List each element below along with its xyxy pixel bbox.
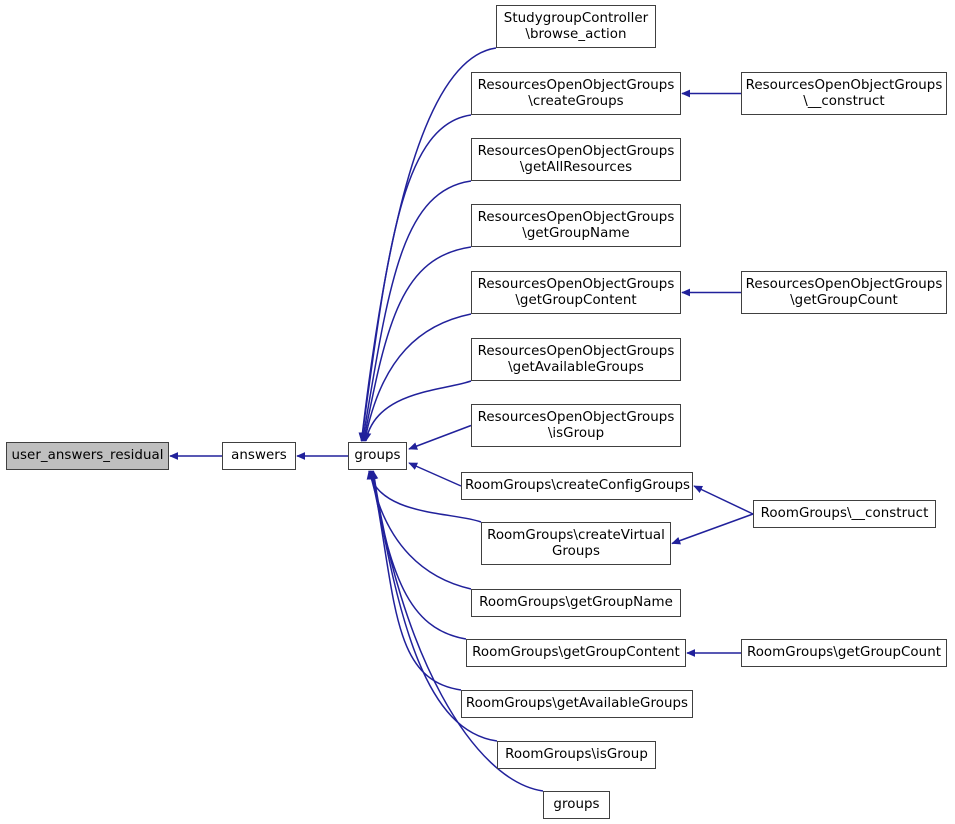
graph-edge — [358, 114, 472, 442]
graph-edge — [361, 246, 472, 442]
graph-edge — [363, 380, 472, 442]
graph-node-label: RoomGroups\__construct — [760, 506, 929, 522]
graph-node-label: answers — [231, 448, 287, 464]
graph-node-roog-getAllResources[interactable]: ResourcesOpenObjectGroups \getAllResourc… — [471, 138, 681, 181]
graph-node-rg-getGroupName[interactable]: RoomGroups\getGroupName — [471, 589, 681, 617]
graph-node-user-answers-residual[interactable]: user_answers_residual — [6, 442, 169, 470]
graph-edge — [368, 470, 467, 640]
graph-node-label: StudygroupController \browse_action — [503, 11, 649, 42]
graph-node-label: RoomGroups\createVirtual Groups — [487, 528, 665, 559]
graph-node-roog-getGroupContent[interactable]: ResourcesOpenObjectGroups \getGroupConte… — [471, 271, 681, 314]
graph-node-groups-leaf[interactable]: groups — [543, 791, 610, 819]
graph-edge — [408, 462, 462, 487]
graph-node-roog-getGroupCount[interactable]: ResourcesOpenObjectGroups \getGroupCount — [741, 271, 947, 314]
graph-node-roog-construct[interactable]: ResourcesOpenObjectGroups \__construct — [741, 72, 947, 115]
graph-node-roog-isGroup[interactable]: ResourcesOpenObjectGroups \isGroup — [471, 404, 681, 447]
graph-node-label: ResourcesOpenObjectGroups \getGroupName — [477, 210, 675, 241]
graph-edge — [693, 485, 754, 515]
graph-node-rg-createConfigGroups[interactable]: RoomGroups\createConfigGroups — [461, 472, 693, 500]
graph-node-answers[interactable]: answers — [222, 442, 296, 470]
graph-node-groups-hub[interactable]: groups — [348, 442, 407, 470]
graph-node-rg-getGroupCount[interactable]: RoomGroups\getGroupCount — [741, 639, 947, 667]
graph-node-label: RoomGroups\getGroupName — [479, 595, 673, 611]
graph-node-label: RoomGroups\isGroup — [505, 747, 648, 763]
graph-edge — [369, 470, 462, 691]
graph-node-label: groups — [354, 448, 401, 464]
graph-node-roog-getGroupName[interactable]: ResourcesOpenObjectGroups \getGroupName — [471, 204, 681, 247]
graph-node-rg-createVirtualGroups[interactable]: RoomGroups\createVirtual Groups — [481, 522, 671, 565]
graph-node-label: RoomGroups\createConfigGroups — [465, 478, 691, 494]
graph-node-label: RoomGroups\getAvailableGroups — [465, 696, 689, 712]
graph-edge — [367, 470, 472, 590]
graph-node-label: ResourcesOpenObjectGroups \getGroupCount — [745, 277, 943, 308]
graph-node-label: ResourcesOpenObjectGroups \getAvailableG… — [477, 344, 675, 375]
graph-node-label: ResourcesOpenObjectGroups \__construct — [745, 78, 943, 109]
graph-node-rg-isGroup[interactable]: RoomGroups\isGroup — [497, 741, 656, 769]
graph-node-studygroup-browse-action[interactable]: StudygroupController \browse_action — [496, 5, 656, 48]
graph-node-label: ResourcesOpenObjectGroups \createGroups — [477, 78, 675, 109]
graph-node-label: ResourcesOpenObjectGroups \isGroup — [477, 410, 675, 441]
graph-edge — [408, 424, 472, 450]
graph-node-label: RoomGroups\getGroupCount — [746, 645, 942, 661]
graph-node-label: ResourcesOpenObjectGroups \getGroupConte… — [477, 277, 675, 308]
graph-node-label: groups — [553, 797, 600, 813]
graph-edge — [362, 313, 472, 442]
graph-node-rg-getGroupContent[interactable]: RoomGroups\getGroupContent — [466, 639, 686, 667]
graph-node-label: RoomGroups\getGroupContent — [472, 645, 680, 661]
graph-edge — [671, 513, 754, 545]
graph-node-roog-getAvailableGroups[interactable]: ResourcesOpenObjectGroups \getAvailableG… — [471, 338, 681, 381]
graph-node-rg-construct[interactable]: RoomGroups\__construct — [753, 500, 936, 528]
graph-node-roog-createGroups[interactable]: ResourcesOpenObjectGroups \createGroups — [471, 72, 681, 115]
graph-node-rg-getAvailableGroups[interactable]: RoomGroups\getAvailableGroups — [461, 690, 693, 718]
graph-node-label: user_answers_residual — [11, 448, 164, 464]
graph-node-label: ResourcesOpenObjectGroups \getAllResourc… — [477, 144, 675, 175]
graph-edge — [360, 180, 472, 442]
